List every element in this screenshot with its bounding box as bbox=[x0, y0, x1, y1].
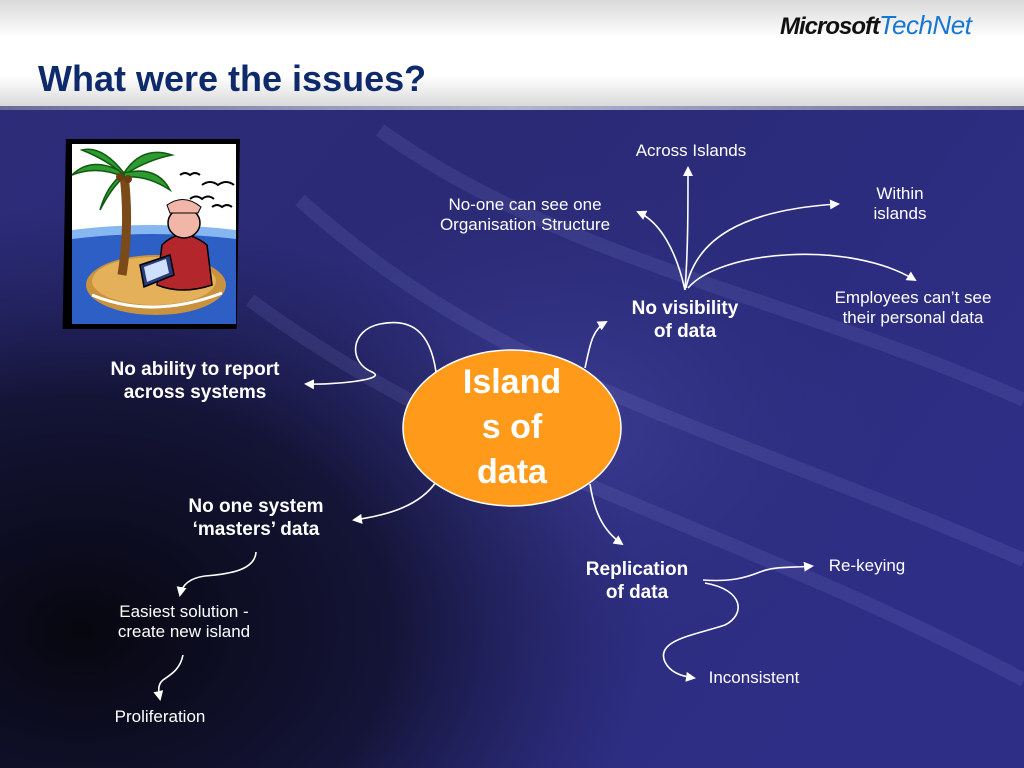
node-no-one-system: No one system ‘masters’ data bbox=[166, 496, 346, 542]
arrow-to-inconsistent bbox=[662, 582, 739, 682]
node-replication-line-1: Replication bbox=[585, 559, 689, 580]
center-line-1: Island bbox=[462, 363, 562, 401]
node-no-ability-line-2: across systems bbox=[123, 381, 267, 403]
arrow-center-to-no-one-system bbox=[352, 481, 437, 524]
node-employees: Employees can’t see their personal data bbox=[808, 288, 1018, 329]
node-no-ability-line-1: No ability to report bbox=[110, 359, 280, 380]
node-easiest-solution: Easiest solution - create new island bbox=[94, 602, 274, 643]
arrow-to-within-islands bbox=[685, 199, 840, 289]
slide-header bbox=[0, 0, 1024, 108]
node-no-visibility-line-1: No visibility bbox=[631, 298, 739, 319]
node-employees-line-2: their personal data bbox=[842, 308, 984, 328]
logo-brand: Microsoft bbox=[780, 13, 880, 40]
node-rekeying: Re-keying bbox=[828, 556, 906, 575]
node-within-islands-line-2: islands bbox=[873, 204, 927, 224]
node-easiest-line-2: create new island bbox=[117, 622, 251, 642]
node-across-islands: Across Islands bbox=[635, 141, 747, 160]
node-no-one-system-line-1: No one system bbox=[188, 496, 324, 517]
arrow-to-rekeying bbox=[702, 561, 814, 582]
node-replication-line-2: of data bbox=[605, 581, 669, 603]
center-node-label: Island s of data bbox=[422, 360, 602, 495]
arrow-to-no-one-can-see bbox=[636, 210, 686, 291]
center-node-ellipse bbox=[402, 349, 622, 507]
node-no-one-system-line-2: ‘masters’ data bbox=[192, 518, 320, 540]
node-no-one-can-see-line-2: Organisation Structure bbox=[439, 215, 611, 235]
island-businessman-clipart-icon bbox=[62, 139, 240, 329]
node-within-islands: Within islands bbox=[840, 184, 960, 225]
arrow-to-proliferation bbox=[153, 654, 184, 701]
node-no-visibility-line-2: of data bbox=[653, 320, 717, 342]
logo-product: TechNet bbox=[879, 10, 972, 40]
arrow-center-to-no-ability bbox=[304, 321, 437, 390]
center-line-2: s of bbox=[481, 408, 543, 446]
arrow-center-to-no-visibility bbox=[584, 321, 608, 369]
technet-logo: MicrosoftTechNet bbox=[780, 10, 972, 41]
slide-title: What were the issues? bbox=[38, 58, 427, 99]
node-employees-line-1: Employees can’t see bbox=[834, 288, 992, 307]
center-line-3: data bbox=[477, 453, 547, 491]
node-no-ability: No ability to report across systems bbox=[80, 359, 310, 405]
arrow-to-across-islands bbox=[682, 166, 693, 291]
node-replication: Replication of data bbox=[567, 559, 707, 605]
header-divider bbox=[0, 106, 1024, 110]
node-no-visibility: No visibility of data bbox=[610, 298, 760, 344]
node-no-one-can-see: No-one can see one Organisation Structur… bbox=[410, 195, 640, 236]
node-proliferation: Proliferation bbox=[114, 707, 206, 726]
arrow-to-employees bbox=[687, 253, 917, 289]
node-no-one-can-see-line-1: No-one can see one bbox=[448, 195, 602, 214]
node-within-islands-line-1: Within bbox=[876, 184, 924, 203]
node-inconsistent: Inconsistent bbox=[708, 668, 800, 687]
arrow-to-easiest-solution bbox=[176, 551, 257, 597]
node-easiest-line-1: Easiest solution - bbox=[119, 602, 249, 621]
arrow-center-to-replication bbox=[589, 483, 624, 546]
